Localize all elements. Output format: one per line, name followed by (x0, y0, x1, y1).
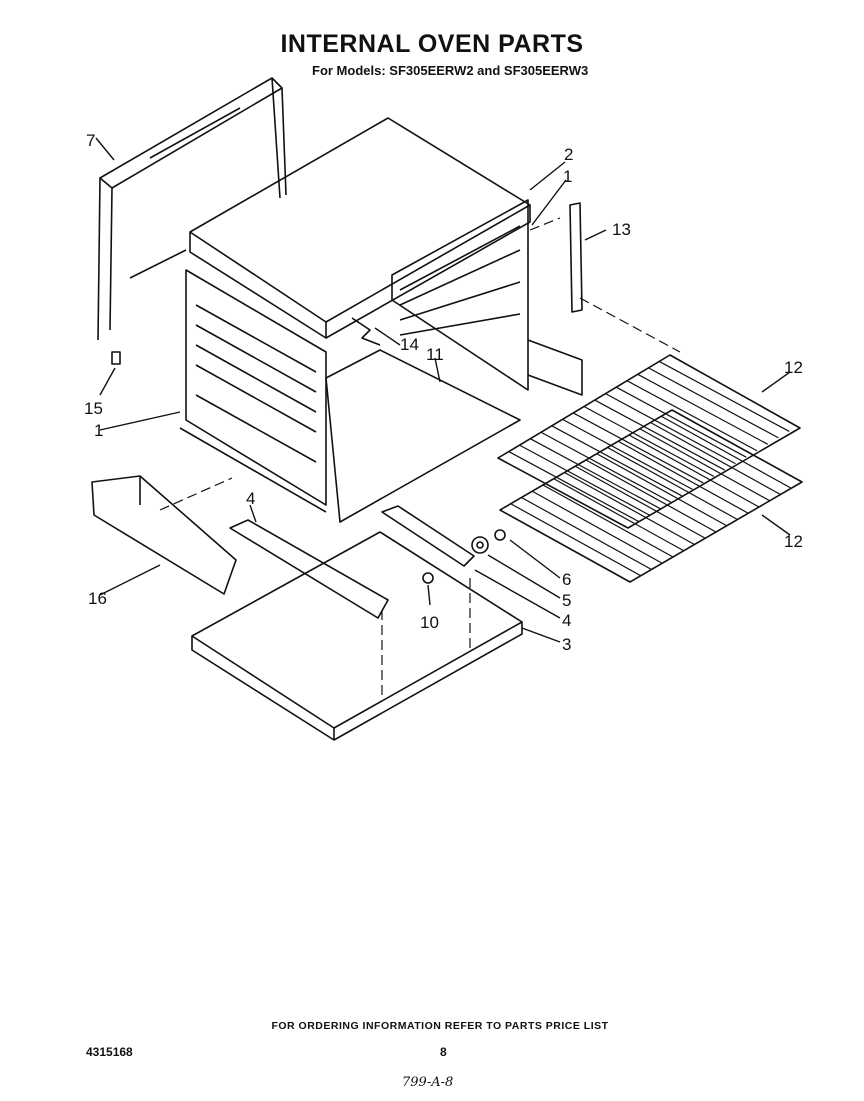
rack-wire (617, 440, 749, 514)
rack-wire (585, 459, 717, 533)
rear-panel-part-7 (97, 77, 287, 341)
callout-14: 14 (400, 335, 419, 354)
rack-support-part-13 (569, 202, 583, 313)
callout-labels: 7 2 1 13 12 12 14 11 15 1 4 16 6 5 4 10 … (84, 131, 803, 654)
rack-wire (562, 418, 693, 490)
rack-wire (628, 434, 760, 508)
callout-2: 2 (564, 145, 573, 164)
rack-wire (508, 451, 640, 523)
callout-10: 10 (420, 613, 439, 632)
callout-3: 3 (562, 635, 571, 654)
left-side-wall-part-1 (129, 249, 327, 513)
rack-wire (510, 503, 642, 577)
callout-11: 11 (426, 345, 444, 364)
rack-wire (658, 360, 790, 432)
oven-top-part-2 (189, 117, 531, 339)
rack-wire (594, 399, 726, 471)
assembly-lines (159, 217, 681, 700)
callout-4-right: 4 (562, 611, 571, 630)
rack-wire (521, 496, 652, 571)
leader-lines (95, 137, 791, 643)
callout-13: 13 (612, 220, 631, 239)
callout-5: 5 (562, 591, 571, 610)
callout-12-lower: 12 (784, 532, 803, 551)
hinge-rail-part-4 (229, 505, 475, 619)
oven-rack-lower-part-12 (499, 409, 803, 583)
callout-1-upper: 1 (563, 167, 572, 186)
rack-wire (660, 415, 792, 489)
page-number: 8 (440, 1045, 447, 1059)
right-side-wall-part-1 (391, 199, 583, 396)
rack-wire (542, 484, 674, 558)
bracket-part-14 (351, 317, 381, 346)
rack-wire (615, 386, 747, 458)
rack-wire (574, 465, 706, 539)
rack-wire (564, 471, 695, 546)
model-subtitle: For Models: SF305EERW2 and SF305EERW3 (312, 63, 589, 78)
rack-wire (529, 438, 661, 510)
rack-wire (605, 393, 736, 465)
fasteners-parts-5-6-10 (422, 529, 506, 584)
rack-wire (583, 405, 715, 478)
callout-15: 15 (84, 399, 103, 418)
callout-7: 7 (86, 131, 95, 150)
callout-6: 6 (562, 570, 571, 589)
callout-16: 16 (88, 589, 107, 608)
rack-wire (519, 444, 650, 516)
bottom-pan-part-3 (191, 531, 523, 741)
page-title: INTERNAL OVEN PARTS (280, 30, 584, 58)
callout-1-lower: 1 (94, 421, 103, 440)
rack-wire (650, 421, 781, 496)
rack-wire (648, 367, 779, 439)
oven-rack-upper-part-12 (497, 354, 801, 529)
rack-wire (540, 431, 672, 503)
document-number: 4315168 (86, 1045, 133, 1059)
front-trim-part-16 (91, 475, 237, 595)
screw-part-15 (111, 351, 121, 365)
callout-4-left: 4 (246, 489, 255, 508)
rack-wire (572, 412, 704, 484)
rack-wire (639, 428, 771, 502)
rack-wire (553, 478, 685, 552)
oven-bottom-part-11 (325, 349, 521, 523)
rack-wire (607, 446, 738, 521)
rack-wire (531, 490, 663, 564)
rack-wire (637, 373, 769, 445)
rack-wire (626, 380, 758, 452)
exploded-parts-diagram: 7 2 1 13 12 12 14 11 15 1 4 16 6 5 4 10 … (84, 77, 803, 741)
callout-12-upper: 12 (784, 358, 803, 377)
handwritten-note: 799-A-8 (402, 1075, 454, 1090)
ordering-note: FOR ORDERING INFORMATION REFER TO PARTS … (271, 1020, 609, 1032)
rack-wire (551, 425, 683, 497)
rack-wire (596, 453, 728, 527)
